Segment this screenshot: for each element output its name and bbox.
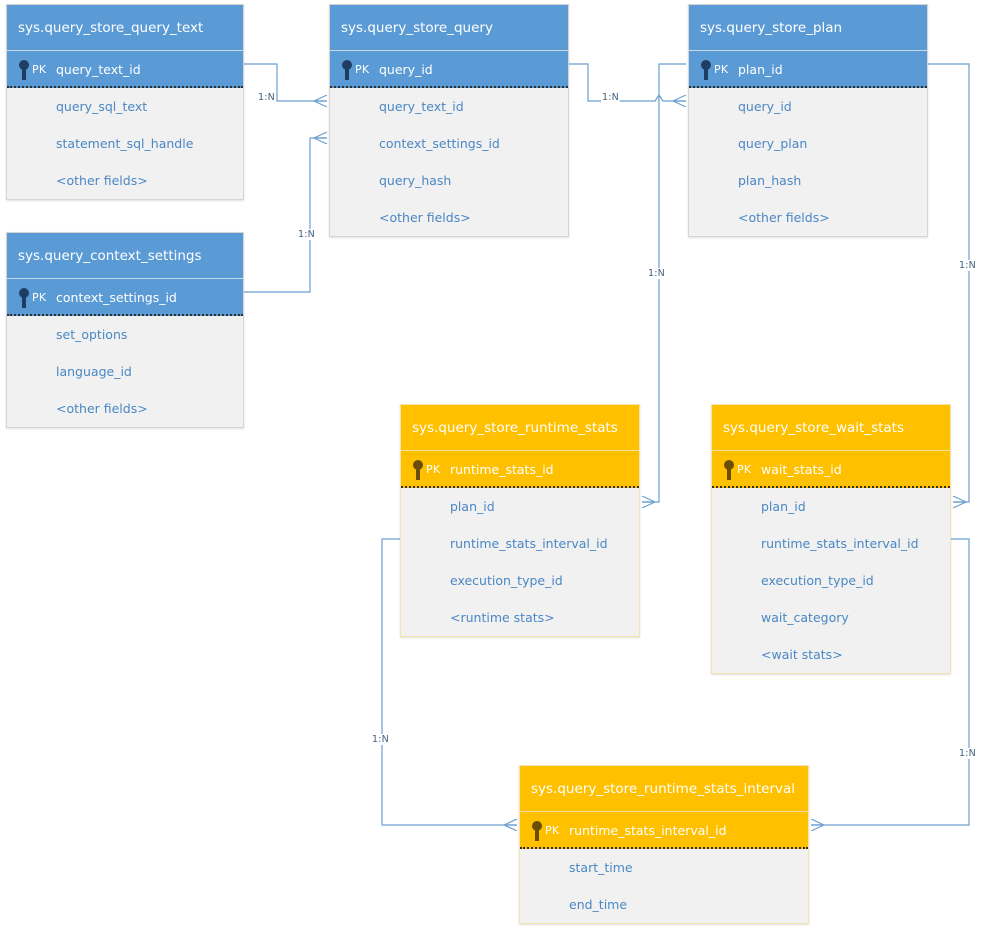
cardinality-label: 1:N: [958, 748, 977, 759]
entity-field-list: query_text_id context_settings_id query_ha…: [330, 88, 568, 236]
entity-field[interactable]: <other fields>: [56, 173, 148, 188]
entity-field-list: set_options language_id <other fields>: [7, 316, 243, 427]
entity-field[interactable]: query_text_id: [379, 99, 464, 114]
entity-field[interactable]: <other fields>: [738, 210, 830, 225]
edge-plan-to-runtime-stats: [642, 63, 686, 502]
entity-field[interactable]: context_settings_id: [379, 136, 500, 151]
key-icon: [19, 60, 29, 80]
entity-title: sys.query_store_query_text: [7, 5, 243, 51]
pk-tag: PK: [32, 63, 47, 76]
entity-field[interactable]: runtime_stats_interval_id: [450, 536, 608, 551]
cardinality-label: 1:N: [297, 229, 316, 240]
entity-field-list: plan_id runtime_stats_interval_id executio…: [712, 488, 950, 673]
cardinality-label: 1:N: [647, 268, 666, 279]
entity-field[interactable]: plan_id: [450, 499, 495, 514]
primary-key-row[interactable]: PK query_text_id: [7, 51, 243, 88]
entity-field[interactable]: plan_id: [761, 499, 806, 514]
cardinality-label: 1:N: [257, 92, 276, 103]
entity-title: sys.query_context_settings: [7, 233, 243, 279]
key-icon: [342, 60, 352, 80]
key-icon: [701, 60, 711, 80]
entity-field[interactable]: query_sql_text: [56, 99, 148, 114]
entity-field[interactable]: query_hash: [379, 173, 452, 188]
entity-field[interactable]: query_id: [738, 99, 792, 114]
pk-tag: PK: [426, 463, 441, 476]
entity-title: sys.query_store_runtime_stats_interval: [520, 766, 808, 812]
key-icon: [19, 288, 29, 308]
primary-key-row[interactable]: PK runtime_stats_id: [401, 451, 639, 488]
primary-key-row[interactable]: PK runtime_stats_interval_id: [520, 812, 808, 849]
cardinality-label: 1:N: [958, 260, 977, 271]
cardinality-label: 1:N: [601, 92, 620, 103]
entity-field[interactable]: plan_hash: [738, 173, 802, 188]
entity-field[interactable]: <other fields>: [56, 401, 148, 416]
pk-tag: PK: [32, 291, 47, 304]
entity-field-list: query_sql_text statement_sql_handle <other…: [7, 88, 243, 199]
pk-field-name: plan_id: [738, 62, 783, 77]
key-icon: [413, 460, 423, 480]
primary-key-row[interactable]: PK plan_id: [689, 51, 927, 88]
entity-field-list: plan_id runtime_stats_interval_id executio…: [401, 488, 639, 636]
edge-query-to-plan: [569, 63, 686, 101]
entity-field-list: query_id query_plan plan_hash <other fields…: [689, 88, 927, 236]
entity-field[interactable]: statement_sql_handle: [56, 136, 194, 151]
pk-field-name: wait_stats_id: [761, 462, 842, 477]
pk-field-name: runtime_stats_id: [450, 462, 554, 477]
entity-field[interactable]: runtime_stats_interval_id: [761, 536, 919, 551]
entity-field[interactable]: end_time: [569, 897, 628, 912]
cardinality-label: 1:N: [371, 734, 390, 745]
edge-context-settings-to-query: [244, 138, 327, 293]
pk-field-name: context_settings_id: [56, 290, 177, 305]
primary-key-row[interactable]: PK query_id: [330, 51, 568, 88]
entity-field[interactable]: <wait stats>: [761, 647, 843, 662]
pk-field-name: query_text_id: [56, 62, 141, 77]
primary-key-row[interactable]: PK wait_stats_id: [712, 451, 950, 488]
entity-field[interactable]: execution_type_id: [450, 573, 563, 588]
pk-tag: PK: [545, 824, 560, 837]
entity-title: sys.query_store_query: [330, 5, 568, 51]
entity-title: sys.query_store_wait_stats: [712, 405, 950, 451]
entity-field[interactable]: <runtime stats>: [450, 610, 555, 625]
pk-tag: PK: [714, 63, 729, 76]
key-icon: [532, 821, 542, 841]
pk-tag: PK: [737, 463, 752, 476]
entity-field[interactable]: execution_type_id: [761, 573, 874, 588]
key-icon: [724, 460, 734, 480]
entity-field[interactable]: query_plan: [738, 136, 808, 151]
entity-field[interactable]: <other fields>: [379, 210, 471, 225]
pk-field-name: query_id: [379, 62, 433, 77]
entity-field[interactable]: start_time: [569, 860, 633, 875]
entity-field-list: start_time end_time: [520, 849, 808, 923]
primary-key-row[interactable]: PK context_settings_id: [7, 279, 243, 316]
pk-tag: PK: [355, 63, 370, 76]
entity-title: sys.query_store_plan: [689, 5, 927, 51]
entity-field[interactable]: language_id: [56, 364, 132, 379]
pk-field-name: runtime_stats_interval_id: [569, 823, 727, 838]
entity-field[interactable]: wait_category: [761, 610, 849, 625]
entity-title: sys.query_store_runtime_stats: [401, 405, 639, 451]
entity-field[interactable]: set_options: [56, 327, 128, 342]
